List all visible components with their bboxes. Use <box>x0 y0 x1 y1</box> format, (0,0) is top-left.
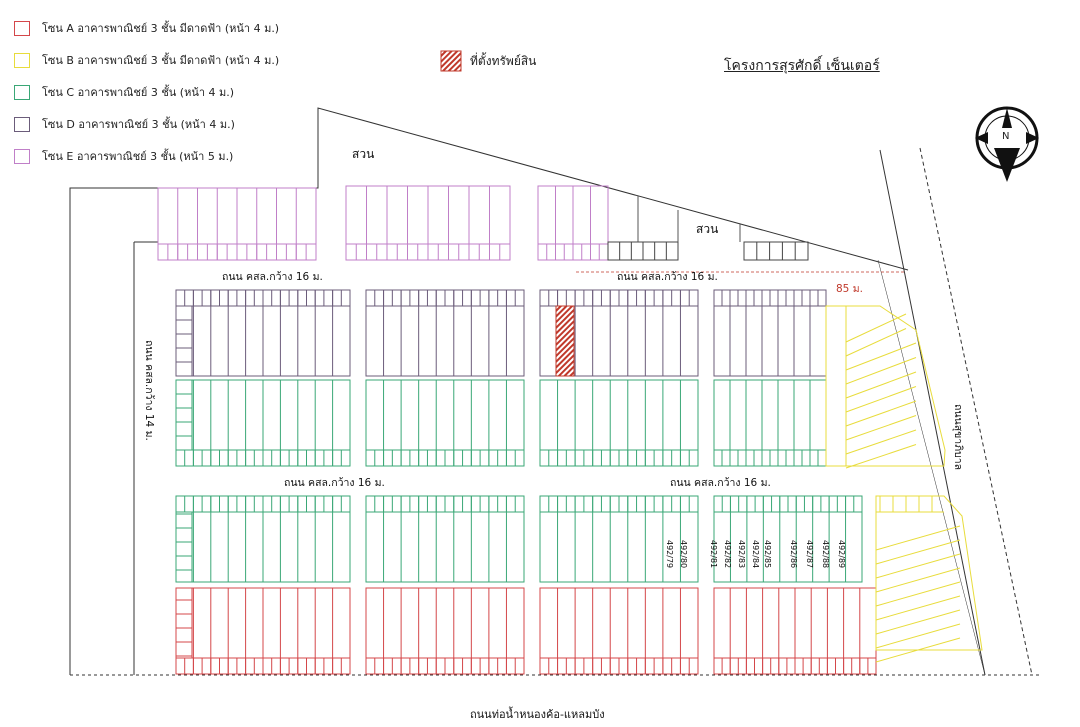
legend-item-zone-b: โซน B อาคารพาณิชย์ 3 ชั้น มีดาดฟ้า (หน้า… <box>14 51 279 69</box>
unit-number: 492/84 <box>751 540 760 569</box>
zone-d-row-2 <box>743 241 809 261</box>
legend-label: โซน B อาคารพาณิชย์ 3 ชั้น มีดาดฟ้า (หน้า… <box>42 54 280 67</box>
zone-b-block-2 <box>875 495 983 651</box>
legend-label: โซน C อาคารพาณิชย์ 3 ชั้น (หน้า 4 ม.) <box>42 86 235 99</box>
garden-label-2: สวน <box>696 222 719 236</box>
road-label-top-left: ถนน คสล.กว้าง 16 ม. <box>222 271 323 283</box>
unit-number: 492/86 <box>789 540 798 569</box>
unit-number: 492/79 <box>665 540 674 569</box>
garden-label-1: สวน <box>352 147 375 161</box>
zone-b-unit <box>845 386 917 413</box>
zone-b-unit <box>845 313 907 343</box>
legend-swatch <box>14 52 30 68</box>
legend-swatch <box>14 148 30 164</box>
road-label-mid-left: ถนน คสล.กว้าง 16 ม. <box>284 477 385 489</box>
zone-b-unit <box>875 539 961 565</box>
zone-b-unit <box>875 637 961 663</box>
zone-b-unit <box>875 581 961 607</box>
legend-label: โซน E อาคารพาณิชย์ 3 ชั้น (หน้า 5 ม.) <box>42 150 234 163</box>
road-label-bottom: ถนนท่อน้ำหนองค้อ-แหลมบัง <box>470 708 605 721</box>
unit-number: 492/80 <box>679 540 688 569</box>
road-label-mid-right: ถนน คสล.กว้าง 16 ม. <box>670 477 771 489</box>
zone-b-unit <box>845 400 917 427</box>
zone-b-unit <box>875 609 961 635</box>
legend-item-zone-d: โซน D อาคารพาณิชย์ 3 ชั้น (หน้า 4 ม.) <box>14 115 235 133</box>
legend-item-zone-c: โซน C อาคารพาณิชย์ 3 ชั้น (หน้า 4 ม.) <box>14 83 234 101</box>
legend-item-zone-a: โซน A อาคารพาณิชย์ 3 ชั้น มีดาดฟ้า (หน้า… <box>14 19 279 37</box>
compass-letter: N <box>1002 131 1010 142</box>
legend-label: โซน D อาคารพาณิชย์ 3 ชั้น (หน้า 4 ม.) <box>42 118 235 131</box>
legend-item-zone-e: โซน E อาคารพาณิชย์ 3 ชั้น (หน้า 5 ม.) <box>14 147 233 165</box>
road-edge-right-far <box>919 147 1033 676</box>
asset-hatch-icon <box>440 50 462 72</box>
zone-b-unit <box>845 444 917 469</box>
zone-b-unit <box>875 595 961 621</box>
zone-b-unit <box>875 623 961 649</box>
distance-label: 85 ม. <box>836 283 863 295</box>
zone-b-unit <box>875 567 961 593</box>
asset-location <box>555 305 575 377</box>
zone-b-unit <box>845 429 917 455</box>
unit-number: 492/87 <box>805 540 814 569</box>
unit-number: 492/89 <box>837 540 846 569</box>
zone-b-unit <box>845 342 917 371</box>
road-label-top-right: ถนน คสล.กว้าง 16 ม. <box>617 271 718 283</box>
unit-number: 492/85 <box>763 540 772 569</box>
legend-swatch <box>14 116 30 132</box>
road-edge-right <box>879 149 986 676</box>
asset-legend-label: ที่ตั้งทรัพย์สิน <box>470 53 537 68</box>
unit-number: 492/82 <box>723 540 732 569</box>
zone-b-unit <box>845 371 917 399</box>
asset-legend: ที่ตั้งทรัพย์สิน <box>440 50 536 72</box>
road-label-right-vertical: ถนนสุขาภิบาล <box>952 404 964 471</box>
unit-number: 492/88 <box>821 540 830 569</box>
zone-b-unit <box>875 553 961 579</box>
project-title: โครงการสุรศักดิ์ เซ็นเตอร์ <box>724 58 880 74</box>
legend-swatch <box>14 20 30 36</box>
zone-b-unit <box>875 525 961 551</box>
zone-b-unit <box>845 415 917 441</box>
zone-b-unit <box>845 328 907 357</box>
unit-number: 492/81 <box>709 540 718 569</box>
legend-label: โซน A อาคารพาณิชย์ 3 ชั้น มีดาดฟ้า (หน้า… <box>42 22 280 35</box>
road-edge <box>877 259 986 676</box>
zone-b-block-1 <box>825 305 946 467</box>
unit-number: 492/83 <box>737 540 746 569</box>
legend-swatch <box>14 84 30 100</box>
zone-b-unit <box>845 357 917 385</box>
road-label-left-vertical: ถนน คสล.กว้าง 14 ม. <box>143 340 155 441</box>
north-arrow-icon <box>975 106 1039 182</box>
